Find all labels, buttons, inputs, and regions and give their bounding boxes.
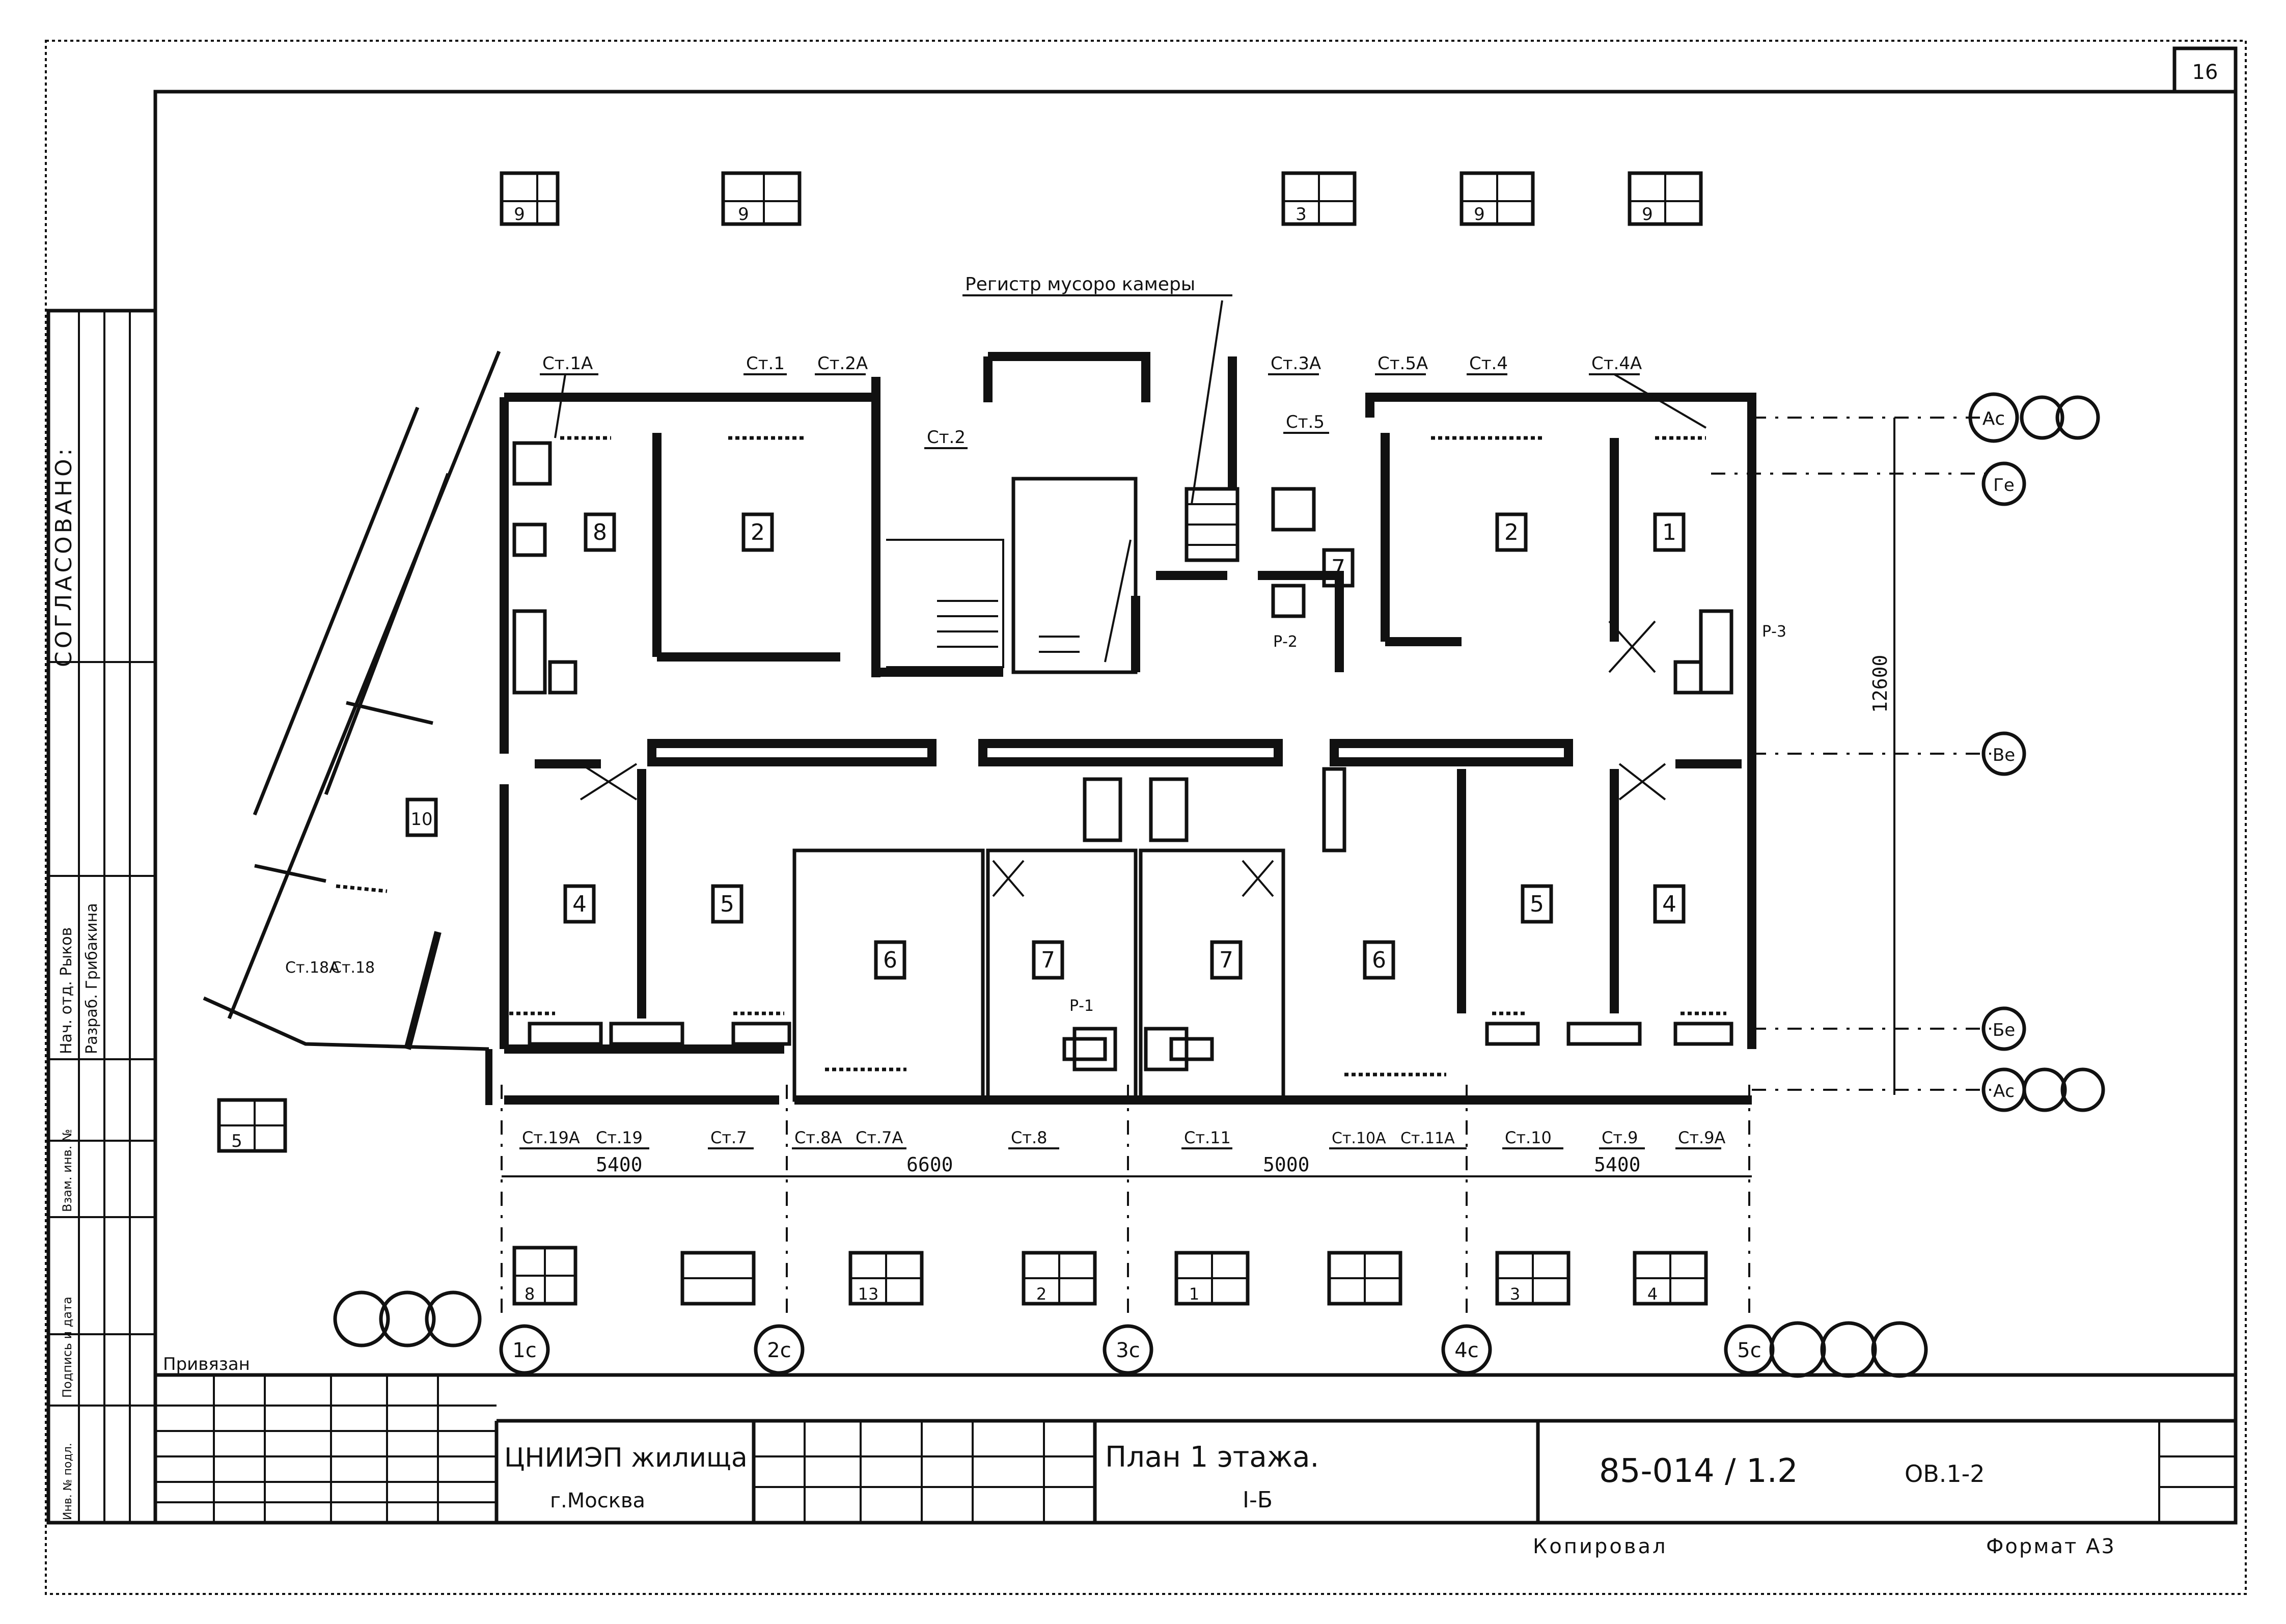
- riser-label: Ст.5: [1286, 412, 1325, 432]
- dimension-span-2: 6600: [906, 1153, 953, 1176]
- riser-label-underlines: [540, 294, 1707, 505]
- riser-label: Ст.9А: [1678, 1128, 1726, 1147]
- radiator-label: Р-3: [1762, 623, 1786, 641]
- room-number: 5: [720, 891, 734, 917]
- axis-label-2c: 2с: [767, 1339, 791, 1362]
- window-mark: 9: [1474, 204, 1485, 225]
- stamp-inv-no: Инв. № подл.: [62, 1443, 74, 1520]
- room-number: 4: [1662, 891, 1676, 917]
- axis-label-3c: 3с: [1116, 1339, 1140, 1362]
- drawing-title-line2: I-Б: [1243, 1487, 1273, 1513]
- window-mark: 4: [1647, 1284, 1658, 1304]
- riser-label: Ст.8А: [794, 1128, 842, 1147]
- riser-label: Ст.2: [927, 427, 966, 448]
- organization-line1: ЦНИИЭП жилища: [504, 1443, 748, 1473]
- axis-label-ge: Ге: [1993, 475, 2015, 496]
- dimension-span-4: 5400: [1594, 1153, 1641, 1176]
- window-mark: 2: [1036, 1284, 1046, 1304]
- riser-label: Ст.18: [331, 959, 375, 977]
- room-number: 2: [751, 519, 765, 545]
- window-mark: 1: [1189, 1284, 1199, 1304]
- axis-label-4c: 4с: [1454, 1339, 1478, 1362]
- axis-label-1c: 1с: [512, 1339, 536, 1362]
- axis-label-ac-top: Ас: [1982, 408, 2005, 429]
- copied-by: Копировал: [1533, 1535, 1668, 1558]
- dimension-lines: [501, 417, 1991, 1319]
- room-number: 5: [1530, 891, 1544, 917]
- window-mark: 5: [231, 1131, 242, 1151]
- riser-label: Ст.1: [746, 353, 785, 374]
- riser-label: Ст.4: [1469, 353, 1508, 374]
- radiator-label: Р-2: [1273, 633, 1298, 651]
- window-mark: 9: [514, 204, 525, 225]
- sheet-format: Формат А3: [1986, 1535, 2116, 1558]
- dimension-span-3: 5000: [1263, 1153, 1310, 1176]
- axis-label-5c: 5с: [1737, 1339, 1761, 1362]
- title-block: Привязан ЦНИИЭП жилища г.Москва План 1 э…: [155, 1354, 2236, 1558]
- room-number: 2: [1504, 519, 1519, 545]
- stamp-head: Нач. отд. Рыков: [58, 927, 75, 1054]
- riser-label: Ст.1А: [542, 353, 593, 374]
- stamp-sign-date: Подпись и дата: [60, 1297, 74, 1398]
- room-number: 6: [1372, 947, 1386, 973]
- room-boxes: [405, 512, 1686, 980]
- stamp-replace-inv: Взам. инв. №: [60, 1129, 74, 1212]
- outer-frame: [45, 40, 2247, 1595]
- riser-label: Ст.10: [1505, 1128, 1552, 1147]
- riser-label: Ст.7А: [856, 1128, 903, 1147]
- window-mark: 3: [1510, 1284, 1520, 1304]
- window-mark: 3: [1296, 204, 1307, 225]
- drawing-code: 85-014 / 1.2: [1599, 1452, 1798, 1490]
- heating-radiators: [336, 436, 1726, 1077]
- riser-label: Ст.2А: [817, 353, 868, 374]
- room-number: 10: [410, 809, 432, 830]
- stamp-developer: Разраб. Грибакина: [83, 903, 101, 1054]
- inner-frame: [153, 90, 2238, 1525]
- riser-label: Ст.11: [1184, 1128, 1231, 1147]
- sheet-number: 16: [2192, 61, 2218, 84]
- sheet-code: ОВ.1-2: [1905, 1460, 1985, 1488]
- window-mark: 8: [525, 1284, 535, 1304]
- room-number: 7: [1219, 947, 1233, 973]
- dimension-span-1: 5400: [596, 1153, 643, 1176]
- drawing-title-line1: План 1 этажа.: [1105, 1441, 1319, 1474]
- axis-label-ac-bottom: Ас: [1993, 1081, 2015, 1102]
- building-walls: [203, 350, 1756, 1105]
- riser-label: Ст.7: [710, 1128, 747, 1147]
- room-number: 8: [593, 519, 607, 545]
- axis-label-be: Бе: [1993, 1020, 2015, 1040]
- window-mark: 9: [738, 204, 749, 225]
- axis-label-ve: Ве: [1993, 745, 2015, 765]
- window-mark: 9: [1642, 204, 1653, 225]
- riser-label: Ст.19А: [522, 1128, 580, 1147]
- riser-label: Ст.18А: [285, 959, 340, 977]
- riser-label: Ст.4А: [1591, 353, 1642, 374]
- riser-label: Ст.3А: [1271, 353, 1321, 374]
- organization-line2: г.Москва: [550, 1489, 645, 1512]
- riser-label: Ст.11А: [1400, 1130, 1455, 1147]
- riser-label: Ст.5А: [1378, 353, 1428, 374]
- legend-register-label: Регистр мусоро камеры: [965, 274, 1195, 295]
- riser-label: Ст.8: [1011, 1128, 1048, 1147]
- room-number: 7: [1331, 555, 1345, 581]
- riser-label: Ст.19: [596, 1128, 643, 1147]
- room-number: 7: [1041, 947, 1055, 973]
- window-mark: 13: [858, 1284, 879, 1304]
- room-number: 6: [883, 947, 897, 973]
- window-marks: [217, 171, 1708, 1306]
- radiator-label: Р-1: [1069, 997, 1094, 1015]
- riser-label: Ст.9: [1602, 1128, 1638, 1147]
- dimension-height: 12600: [1869, 655, 1891, 713]
- sheet-number-box: [2172, 46, 2238, 94]
- fixtures: [512, 441, 1733, 1071]
- left-stamp: СОГЛАСОВАНО: Нач. отд. Рыков Разраб. Гри…: [46, 309, 157, 1525]
- axis-bubbles: [333, 392, 2105, 1378]
- riser-label: Ст.10А: [1332, 1130, 1386, 1147]
- stamp-agreed: СОГЛАСОВАНО:: [51, 445, 77, 667]
- room-number: 4: [572, 891, 587, 917]
- room-number: 1: [1662, 519, 1676, 545]
- bound-label: Привязан: [163, 1354, 250, 1374]
